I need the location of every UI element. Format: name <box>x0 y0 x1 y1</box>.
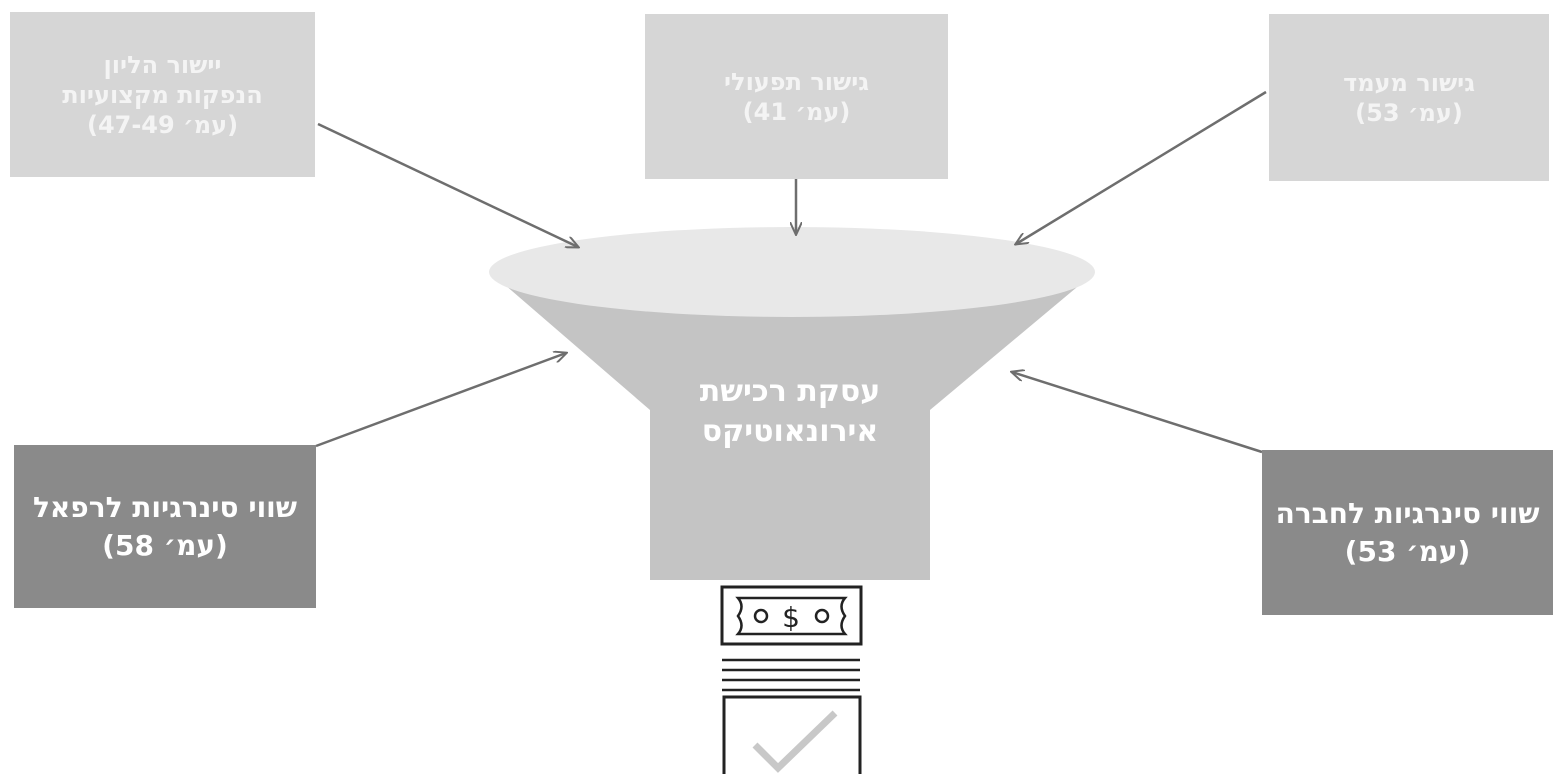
box-bottom-right-line1: שווי סינרגיות לחברה <box>1276 495 1540 533</box>
box-top-right-line1: גישור מעמד <box>1343 68 1475 98</box>
arrow-top-right <box>1016 92 1266 244</box>
arrow-bottom-left <box>316 353 566 446</box>
box-top-right: גישור מעמד (עמ׳ 53) <box>1269 14 1549 181</box>
arrow-top-left <box>318 124 578 247</box>
svg-text:$: $ <box>782 601 800 634</box>
box-top-left-line1: יישור הליון <box>104 50 222 80</box>
checkmark-icon <box>724 697 860 774</box>
arrow-bottom-right <box>1012 372 1262 452</box>
dollar-bill-icon: $ <box>722 587 861 644</box>
box-top-right-line2: (עמ׳ 53) <box>1355 98 1463 128</box>
box-bottom-right: שווי סינרגיות לחברה (עמ׳ 53) <box>1262 450 1553 615</box>
box-top-center-line2: (עמ׳ 41) <box>743 97 851 127</box>
box-bottom-right-line2: (עמ׳ 53) <box>1345 533 1471 571</box>
box-top-left-line2: הנפקות מקצועיות <box>62 80 262 110</box>
funnel-label-line2: אירונאוטיקס <box>640 412 940 452</box>
funnel-label-line1: עסקת רכישת <box>640 372 940 412</box>
box-top-center: גישור תפעולי (עמ׳ 41) <box>645 14 948 179</box>
box-bottom-left: שווי סינרגיות לרפאל (עמ׳ 58) <box>14 445 316 608</box>
box-top-center-line1: גישור תפעולי <box>724 67 869 97</box>
document-lines <box>722 660 860 690</box>
box-top-left: יישור הליון הנפקות מקצועיות (עמ׳ 47-49) <box>10 12 315 177</box>
box-top-left-line3: (עמ׳ 47-49) <box>87 110 238 140</box>
box-bottom-left-line1: שווי סינרגיות לרפאל <box>33 489 297 527</box>
funnel-label: עסקת רכישת אירונאוטיקס <box>640 372 940 452</box>
box-bottom-left-line2: (עמ׳ 58) <box>102 527 228 565</box>
funnel-rim <box>489 227 1095 317</box>
